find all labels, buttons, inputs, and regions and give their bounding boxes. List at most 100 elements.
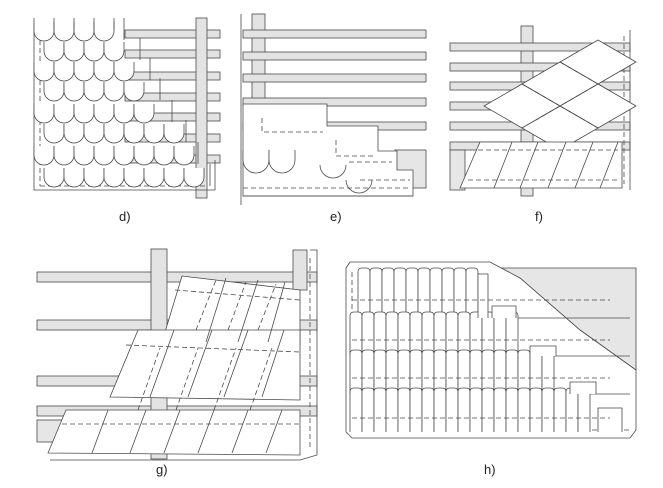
scallop-tile <box>73 146 95 166</box>
rafter <box>195 17 208 199</box>
batten <box>124 49 221 59</box>
scallop-tile <box>63 82 85 102</box>
scallop-tile <box>123 124 145 144</box>
scallop-tile <box>73 62 95 82</box>
roof-outline <box>50 249 318 461</box>
slate-tile <box>445 349 459 394</box>
slate-tile <box>569 381 597 394</box>
slab-divider <box>149 329 175 398</box>
scallop-tile <box>319 164 373 194</box>
slate-tile <box>529 345 557 356</box>
scallop-tile <box>83 82 105 102</box>
scallop-tile <box>53 22 75 42</box>
slate-tile <box>445 387 459 432</box>
scallop-tile <box>103 168 125 188</box>
slate-tile <box>469 311 483 356</box>
scallop-tile <box>33 62 55 82</box>
slate-tile <box>433 349 447 394</box>
panel-label-h: h) <box>484 462 496 477</box>
slate-tile <box>361 387 375 432</box>
panel-label-d: d) <box>119 209 131 224</box>
slate-tile <box>529 349 543 394</box>
scallop-tile <box>143 124 165 144</box>
slate-tile <box>477 273 489 318</box>
slab-divider <box>129 409 147 454</box>
slate-tile <box>417 267 431 318</box>
slate-tile <box>481 349 495 394</box>
slate-tile <box>409 349 423 394</box>
slate-tile <box>541 349 555 394</box>
scallop-tile <box>63 168 85 188</box>
step-guides <box>261 118 410 181</box>
scallop-tile <box>163 168 185 188</box>
panel-d-scalloped-tiles <box>33 17 221 199</box>
slate-tile <box>361 349 375 394</box>
scallop-tile <box>103 42 125 62</box>
overlap-guide <box>249 347 273 411</box>
scallop-tile <box>53 104 75 124</box>
slate-tile <box>349 349 363 394</box>
slate-tile <box>465 267 479 318</box>
slab-row <box>459 141 623 189</box>
slate-tile <box>493 311 507 356</box>
overlap-guide <box>257 283 277 331</box>
scallop-tile <box>33 146 55 166</box>
slate-tile <box>457 387 471 432</box>
slate-tile <box>421 311 435 356</box>
slab-divider <box>205 277 227 343</box>
scallop-tile <box>33 104 55 124</box>
scallop-tile <box>43 168 65 188</box>
slate-tile <box>357 267 371 318</box>
slab-course <box>47 409 301 456</box>
scallop-tile <box>242 150 270 174</box>
slate-tile <box>457 311 471 356</box>
slate-tile <box>517 387 531 432</box>
scallop-tile <box>123 82 145 102</box>
slate-tile <box>433 311 447 356</box>
slate-tile <box>541 387 555 432</box>
rafter-stub <box>292 249 308 291</box>
slate-tile <box>349 311 363 356</box>
scallop-tile <box>93 146 115 166</box>
slab-divider <box>187 329 213 398</box>
batten <box>124 92 221 102</box>
scallop-tile <box>153 146 175 166</box>
scallop-tile <box>103 124 125 144</box>
slate-tile <box>505 387 519 432</box>
scallop-tile <box>83 42 105 62</box>
slate-tile <box>469 387 483 432</box>
batten <box>242 97 427 107</box>
slate-tile <box>421 387 435 432</box>
scallop-tile <box>143 168 165 188</box>
batten <box>242 51 427 61</box>
slate-tile <box>433 387 447 432</box>
slate-tile <box>361 311 375 356</box>
scallop-tile <box>163 124 185 144</box>
scallop-tile <box>183 168 205 188</box>
background-fill <box>449 149 466 191</box>
slab-course <box>109 329 301 401</box>
overlap-guide <box>125 344 301 353</box>
scallop-tile <box>43 82 65 102</box>
scallop-tile <box>133 104 155 124</box>
slate-tile <box>397 349 411 394</box>
overlap-guide <box>195 279 217 331</box>
batten <box>242 29 427 39</box>
slab-divider <box>91 409 109 454</box>
panel-e-eaves-detail <box>240 13 427 205</box>
scallop-tile <box>73 22 95 42</box>
scallop-tile <box>83 168 105 188</box>
scallop-tile <box>43 42 65 62</box>
scallop-tile <box>43 124 65 144</box>
diamond-guides <box>521 61 613 129</box>
panel-h-vertical-slates <box>345 261 637 439</box>
slate-tile <box>597 407 623 432</box>
slab-divider <box>231 409 249 454</box>
slate-tile <box>469 349 483 394</box>
slab-divider <box>265 409 283 454</box>
slate-tile <box>491 305 517 318</box>
slate-tile <box>565 387 579 432</box>
batten <box>36 271 318 283</box>
slate-tile <box>441 267 455 318</box>
slate-tile <box>369 267 383 318</box>
